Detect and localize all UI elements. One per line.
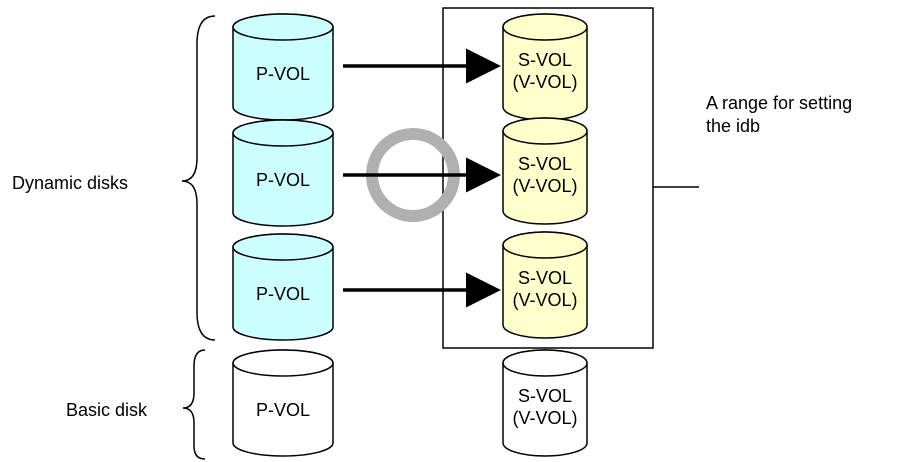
basic-svol-cylinder-icon: S-VOL(V-VOL)	[502, 349, 588, 457]
basic-pvol-label: P-VOL	[256, 400, 310, 420]
volume-pairs: P-VOLS-VOL(V-VOL)P-VOLS-VOL(V-VOL)P-VOLS…	[232, 13, 588, 341]
svol-label-line2: (V-VOL)	[512, 290, 577, 310]
basic-svol-label-line2: (V-VOL)	[512, 408, 577, 428]
pvol-cylinder-icon: P-VOL	[232, 13, 334, 121]
svol-label-line1: S-VOL	[518, 154, 572, 174]
svol-cylinder-icon: S-VOL(V-VOL)	[502, 13, 588, 121]
pvol-label: P-VOL	[256, 64, 310, 84]
pvol-cylinder-icon: P-VOL	[232, 119, 334, 227]
svol-cylinder-icon: S-VOL(V-VOL)	[502, 117, 588, 225]
pvol-label: P-VOL	[256, 170, 310, 190]
range-label-line1: A range for setting	[706, 93, 852, 113]
svol-label-line2: (V-VOL)	[512, 72, 577, 92]
range-label-line2: the idb	[706, 116, 760, 136]
svol-cylinder-icon: S-VOL(V-VOL)	[502, 231, 588, 339]
svol-label-line1: S-VOL	[518, 50, 572, 70]
dynamic-disks-label: Dynamic disks	[12, 173, 128, 193]
svol-label-line2: (V-VOL)	[512, 176, 577, 196]
pvol-label: P-VOL	[256, 284, 310, 304]
basic-disk-label: Basic disk	[66, 400, 148, 420]
dynamic-disks-brace	[181, 15, 216, 341]
svol-label-line1: S-VOL	[518, 268, 572, 288]
basic-disk-brace	[182, 349, 206, 460]
idb-range-box	[442, 7, 654, 349]
basic-disk-pair: P-VOL S-VOL(V-VOL)	[232, 349, 588, 457]
basic-svol-label-line1: S-VOL	[518, 386, 572, 406]
basic-pvol-cylinder-icon: P-VOL	[232, 349, 334, 457]
pvol-cylinder-icon: P-VOL	[232, 233, 334, 341]
